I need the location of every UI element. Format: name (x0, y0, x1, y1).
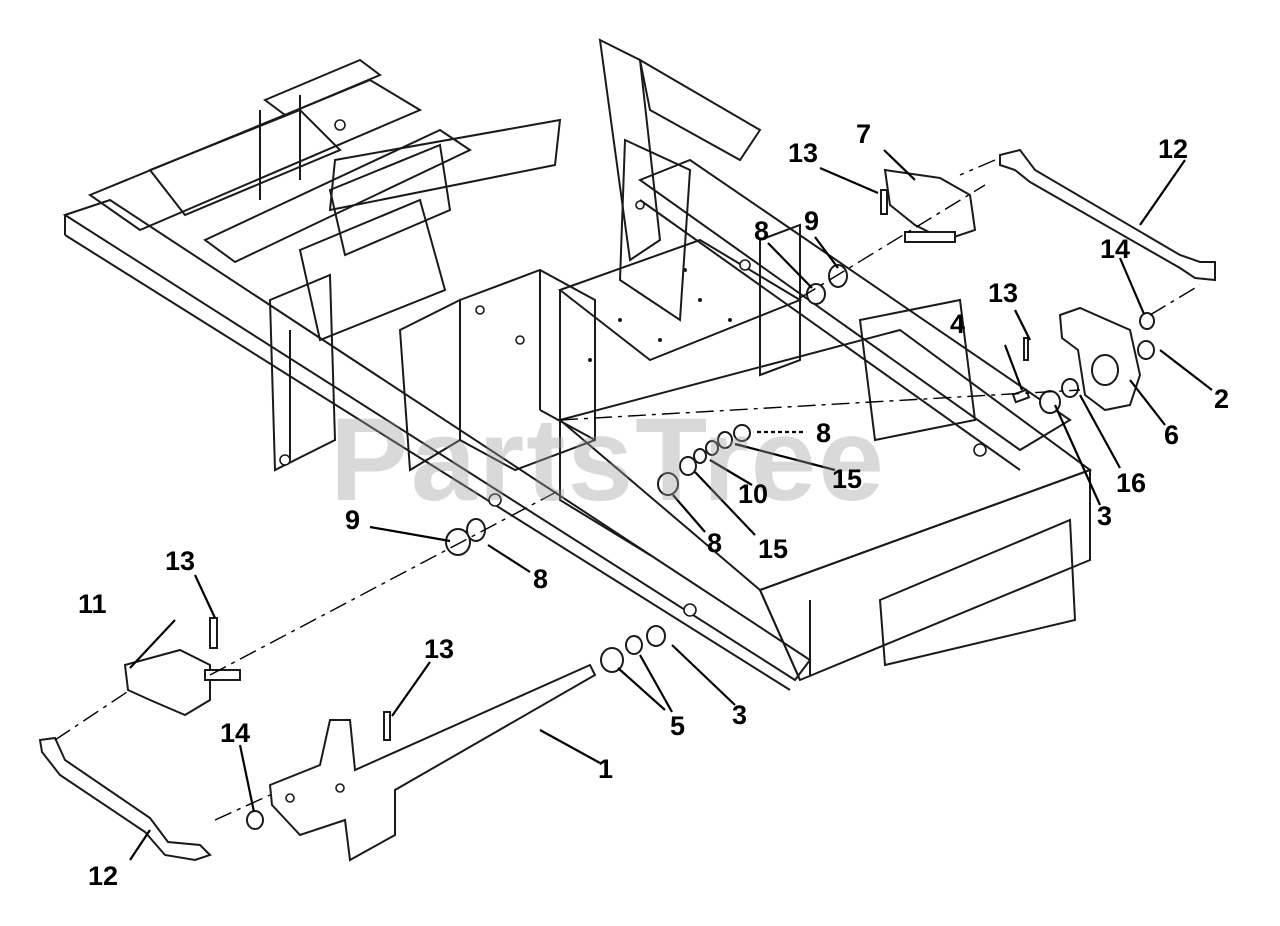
callout-2: 2 (1214, 384, 1229, 414)
callout-7: 7 (856, 119, 871, 149)
callout-8-mid: 8 (707, 528, 722, 558)
callout-6: 6 (1164, 420, 1179, 450)
callout-10: 10 (738, 479, 768, 509)
callout-13-left: 13 (165, 546, 195, 576)
callout-13-top: 13 (788, 138, 818, 168)
callout-labels: 1 2 3 3 4 5 6 7 8 8 8 8 9 9 10 11 12 12 … (78, 119, 1229, 891)
washer-right-top (828, 264, 848, 288)
lift-bracket-left (123, 648, 211, 717)
lift-bracket-right (883, 168, 977, 242)
callout-5: 5 (670, 711, 685, 741)
spacer-10-a (705, 440, 719, 456)
mower-frame (62, 38, 1093, 691)
callout-3-right: 3 (1097, 501, 1112, 531)
callout-9-left: 9 (345, 505, 360, 535)
callout-8-left: 8 (533, 564, 548, 594)
callout-1: 1 (598, 754, 613, 784)
callout-16: 16 (1116, 468, 1146, 498)
bracket-pin-right (904, 231, 956, 243)
spacer-10-b (693, 448, 707, 464)
rear-cross-member (87, 78, 423, 232)
callout-8-right: 8 (816, 418, 831, 448)
lift-rod-left (38, 736, 212, 862)
cotter-pin-top (880, 189, 888, 215)
cotter-pin-bottom (383, 711, 391, 741)
cotter-pin-left (209, 617, 218, 649)
assembly-axes (54, 159, 1201, 821)
washer-14-top (1139, 312, 1155, 330)
watermark-text: PartsTree (330, 394, 886, 526)
main-lift-shaft (268, 663, 597, 862)
washer-left (445, 528, 471, 556)
leader-lines (129, 149, 1213, 861)
callout-13-right: 13 (988, 278, 1018, 308)
callout-4: 4 (950, 309, 965, 339)
cotter-pin-right (1023, 337, 1029, 361)
callout-15-bottom: 15 (758, 534, 788, 564)
callout-3-bottom: 3 (732, 700, 747, 730)
right-upright-tower (598, 38, 662, 262)
callout-14-top: 14 (1100, 234, 1130, 264)
callout-13-bottom: 13 (424, 634, 454, 664)
frame-holes (279, 119, 987, 617)
spacer-15-bottom (679, 456, 697, 476)
washer-5-b (625, 635, 643, 655)
callout-12-top: 12 (1158, 134, 1188, 164)
lift-rod-right (999, 148, 1216, 282)
bracket-pin-left (204, 669, 241, 681)
callout-15-top: 15 (832, 464, 862, 494)
spacer-15-top (717, 431, 733, 449)
bushing-bottom (646, 625, 666, 647)
bushing-8-mid (657, 472, 679, 496)
pivot-plate (1058, 306, 1142, 412)
callout-11: 11 (78, 589, 107, 619)
pin-4 (1011, 388, 1031, 404)
callout-14-bottom: 14 (220, 718, 250, 748)
washer-16 (1061, 378, 1079, 398)
rear-axle-bracket (268, 273, 337, 472)
washer-5-a (600, 647, 624, 673)
callout-12-bottom: 12 (88, 861, 118, 891)
washer-14-bottom (246, 810, 264, 830)
callout-9-top: 9 (804, 206, 819, 236)
ring-clip (1137, 340, 1155, 360)
bushing-8-center (733, 424, 751, 442)
right-frame-rail (637, 158, 1072, 452)
callout-8-top: 8 (754, 216, 769, 246)
